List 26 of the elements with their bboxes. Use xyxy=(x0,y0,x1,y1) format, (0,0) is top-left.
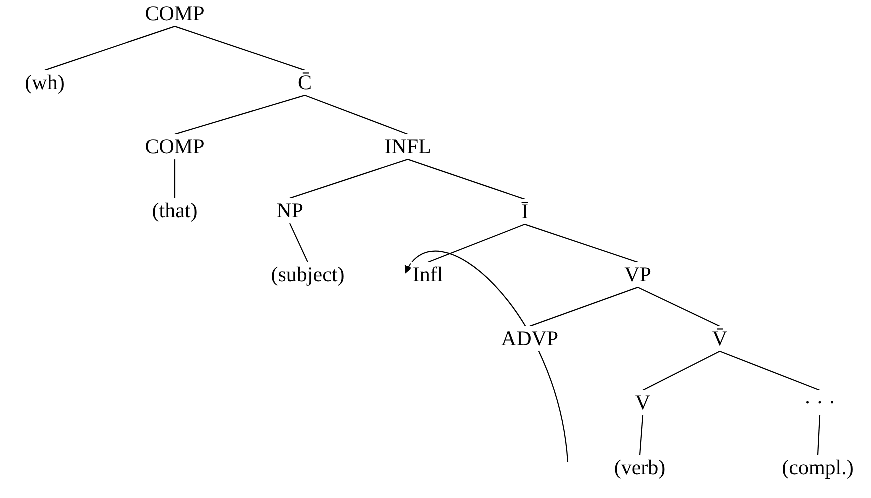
tree-branch xyxy=(524,224,638,263)
tree-branch xyxy=(304,95,408,135)
tree-branch xyxy=(408,159,526,200)
movement-arrow xyxy=(405,251,569,462)
tree-branch xyxy=(638,287,720,327)
tree-label: NP xyxy=(274,198,306,224)
tree-branch xyxy=(174,26,306,71)
tree-label: VP xyxy=(622,262,654,288)
tree-label: (wh) xyxy=(23,70,67,96)
tree-branch xyxy=(290,159,408,199)
tree-branch xyxy=(817,416,821,456)
tree-label: ADVP xyxy=(499,326,561,352)
tree-label: V̄ xyxy=(710,326,730,352)
tree-branch xyxy=(174,160,176,198)
tree-label: (subject) xyxy=(269,262,347,288)
tree-branch xyxy=(720,351,820,391)
tree-label: Ī xyxy=(520,199,530,225)
tree-branch xyxy=(639,416,644,456)
tree-label: C̄ xyxy=(296,70,314,96)
tree-branch xyxy=(44,26,176,71)
tree-branch xyxy=(530,287,638,327)
tree-branch xyxy=(174,95,306,135)
tree-branch xyxy=(642,351,720,391)
tree-label: INFL xyxy=(382,134,434,160)
tree-branch xyxy=(290,223,308,263)
tree-branch xyxy=(428,224,526,263)
